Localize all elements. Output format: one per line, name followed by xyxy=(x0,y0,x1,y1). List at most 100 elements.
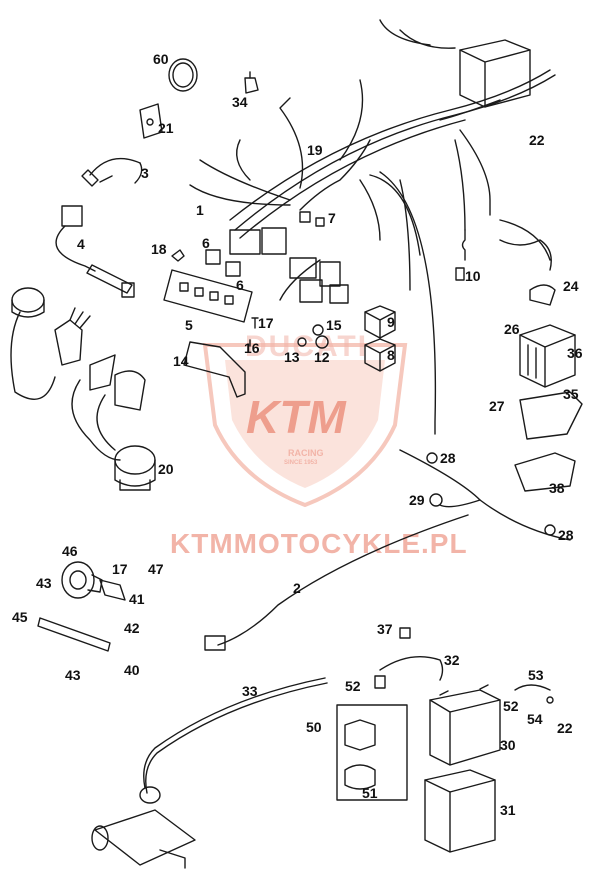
main-harness xyxy=(189,69,556,435)
callout-21: 21 xyxy=(158,120,174,136)
handlebar-switch-assembly xyxy=(10,287,146,461)
clip-part-18 xyxy=(171,249,185,262)
callout-18: 18 xyxy=(151,241,167,257)
screw-part-17 xyxy=(251,317,259,329)
callout-50: 50 xyxy=(306,719,322,735)
watermark-ktm-logo: KTM xyxy=(246,391,346,443)
callout-40: 40 xyxy=(124,662,140,678)
callout-32: 32 xyxy=(444,652,460,668)
callout-24: 24 xyxy=(563,278,579,294)
callout-45: 45 xyxy=(12,609,28,625)
ignition-switch-part-20 xyxy=(114,445,156,491)
callout-9: 9 xyxy=(387,314,395,330)
callout-28-upper: 28 xyxy=(440,450,456,466)
horn-part-46 xyxy=(61,561,103,599)
callout-54: 54 xyxy=(527,711,543,727)
relay-part-50 xyxy=(344,719,376,751)
bracket-part-41 xyxy=(99,579,126,601)
ring-part-60 xyxy=(168,58,198,92)
callout-16: 16 xyxy=(244,340,260,356)
callout-33: 33 xyxy=(242,683,258,699)
battery-part-30 xyxy=(429,684,501,766)
callout-51: 51 xyxy=(362,785,378,801)
callout-17-top: 17 xyxy=(258,315,274,331)
harness-part-2 xyxy=(217,514,469,646)
relay-board-part-5 xyxy=(163,269,253,323)
cable-part-32 xyxy=(379,655,444,681)
callout-41: 41 xyxy=(129,591,145,607)
bracket-part-35 xyxy=(519,391,583,440)
pad-part-38 xyxy=(514,452,576,492)
clip-part-37 xyxy=(399,627,411,639)
starter-motor xyxy=(91,809,196,869)
sensor-part-10 xyxy=(455,229,466,281)
callout-38: 38 xyxy=(549,480,565,496)
callout-4: 4 xyxy=(77,236,85,252)
callout-53: 53 xyxy=(528,667,544,683)
relay-frame-50-51 xyxy=(336,704,408,801)
callout-8: 8 xyxy=(387,347,395,363)
bracket-part-21 xyxy=(139,103,163,139)
callout-27: 27 xyxy=(489,398,505,414)
callout-6-upper: 6 xyxy=(202,235,210,251)
connector-part-32 xyxy=(374,675,386,689)
callout-13: 13 xyxy=(284,349,300,365)
callout-14: 14 xyxy=(173,353,189,369)
connector-part-2 xyxy=(204,635,226,651)
battery-box-part-31 xyxy=(424,769,496,853)
callout-22-bottom: 22 xyxy=(557,720,573,736)
bracket-part-40 xyxy=(37,617,111,652)
regulator-part-36 xyxy=(519,324,576,388)
callout-12: 12 xyxy=(314,349,330,365)
clip-part-34 xyxy=(244,71,259,94)
sensor-part-3 xyxy=(81,157,143,187)
watermark-upper-text: DUCATI xyxy=(245,330,369,363)
grommet-part-15 xyxy=(312,324,324,336)
relay-part-9 xyxy=(364,305,396,339)
callout-17-mid: 17 xyxy=(112,561,128,577)
callout-10: 10 xyxy=(465,268,481,284)
callout-36: 36 xyxy=(567,345,583,361)
callout-20: 20 xyxy=(158,461,174,477)
callout-3: 3 xyxy=(141,165,149,181)
callout-5: 5 xyxy=(185,317,193,333)
sensor-part-24 xyxy=(499,239,556,306)
cdi-unit xyxy=(379,19,531,108)
callout-37: 37 xyxy=(377,621,393,637)
relay-part-6a xyxy=(205,249,221,265)
relay-part-6b xyxy=(225,261,241,277)
callout-28-lower: 28 xyxy=(558,527,574,543)
callout-1: 1 xyxy=(196,202,204,218)
nut-part-13 xyxy=(297,337,307,347)
switch-part-4 xyxy=(55,205,135,298)
callout-19: 19 xyxy=(307,142,323,158)
callout-2: 2 xyxy=(293,580,301,596)
callout-7: 7 xyxy=(328,210,336,226)
callout-15: 15 xyxy=(326,317,342,333)
callout-6-lower: 6 xyxy=(236,277,244,293)
callout-46: 46 xyxy=(62,543,78,559)
relay-part-8 xyxy=(364,338,396,372)
watermark-racing-text: RACING xyxy=(288,448,324,458)
fusebox-cluster-part-1 xyxy=(229,227,349,304)
callout-60: 60 xyxy=(153,51,169,67)
cable-part-33 xyxy=(139,677,328,804)
cable-part-53 xyxy=(514,684,551,691)
callout-26: 26 xyxy=(504,321,520,337)
harness-part-28 xyxy=(399,449,571,541)
callout-22-top: 22 xyxy=(529,132,545,148)
screw-part-54 xyxy=(546,696,554,704)
watermark-since-text: SINCE 1953 xyxy=(284,460,318,466)
callout-43-top: 43 xyxy=(36,575,52,591)
callout-34: 34 xyxy=(232,94,248,110)
callout-30: 30 xyxy=(500,737,516,753)
callout-29: 29 xyxy=(409,492,425,508)
callout-31: 31 xyxy=(500,802,516,818)
holder-part-51 xyxy=(344,764,376,790)
grommet-part-12 xyxy=(315,335,329,349)
callout-52-mid: 52 xyxy=(345,678,361,694)
callout-43-bottom: 43 xyxy=(65,667,81,683)
